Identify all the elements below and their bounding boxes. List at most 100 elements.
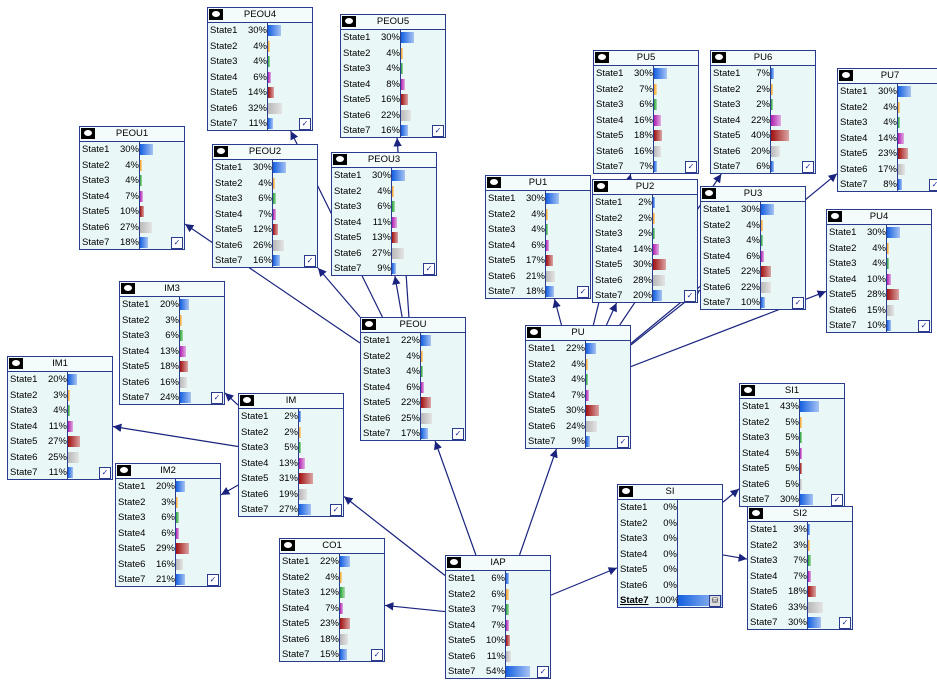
node-title[interactable]: PU1 xyxy=(486,176,590,191)
checkmark-icon[interactable]: ✓ xyxy=(684,290,696,302)
node-menu-icon[interactable] xyxy=(209,9,223,20)
node-menu-icon[interactable] xyxy=(595,52,609,63)
node-title[interactable]: SI1 xyxy=(740,384,844,399)
checkmark-icon[interactable]: ✓ xyxy=(802,161,814,173)
node-menu-icon[interactable] xyxy=(741,385,755,396)
node-title[interactable]: SI2 xyxy=(748,507,852,522)
node-menu-icon[interactable] xyxy=(487,177,501,188)
checkmark-icon[interactable]: ✓ xyxy=(577,286,589,298)
checkmark-icon[interactable]: ✓ xyxy=(432,125,444,137)
checkmark-icon[interactable]: ✓ xyxy=(371,649,383,661)
node-menu-icon[interactable] xyxy=(749,508,763,519)
node-title[interactable]: PEOU1 xyxy=(80,127,184,142)
checkmark-icon[interactable]: ✓ xyxy=(685,161,697,173)
checkmark-icon[interactable]: ✓ xyxy=(207,574,219,586)
node-menu-icon[interactable] xyxy=(828,211,842,222)
node-menu-icon[interactable] xyxy=(9,358,23,369)
checkmark-icon[interactable]: ✓ xyxy=(171,237,183,249)
node-menu-icon[interactable] xyxy=(81,128,95,139)
node-title[interactable]: PEOU2 xyxy=(213,145,317,160)
checkmark-icon[interactable]: ✓ xyxy=(304,255,316,267)
checkmark-icon[interactable]: ✓ xyxy=(792,297,804,309)
node-title[interactable]: PEOU4 xyxy=(208,8,312,23)
node-title[interactable]: IM2 xyxy=(116,464,220,479)
node-menu-icon[interactable] xyxy=(362,319,376,330)
node-title[interactable]: SI xyxy=(618,485,722,500)
node-title[interactable]: IM xyxy=(239,394,343,409)
node-menu-icon[interactable] xyxy=(342,16,356,27)
node-menu-icon[interactable] xyxy=(712,52,726,63)
node-title[interactable]: CO1 xyxy=(280,539,384,554)
